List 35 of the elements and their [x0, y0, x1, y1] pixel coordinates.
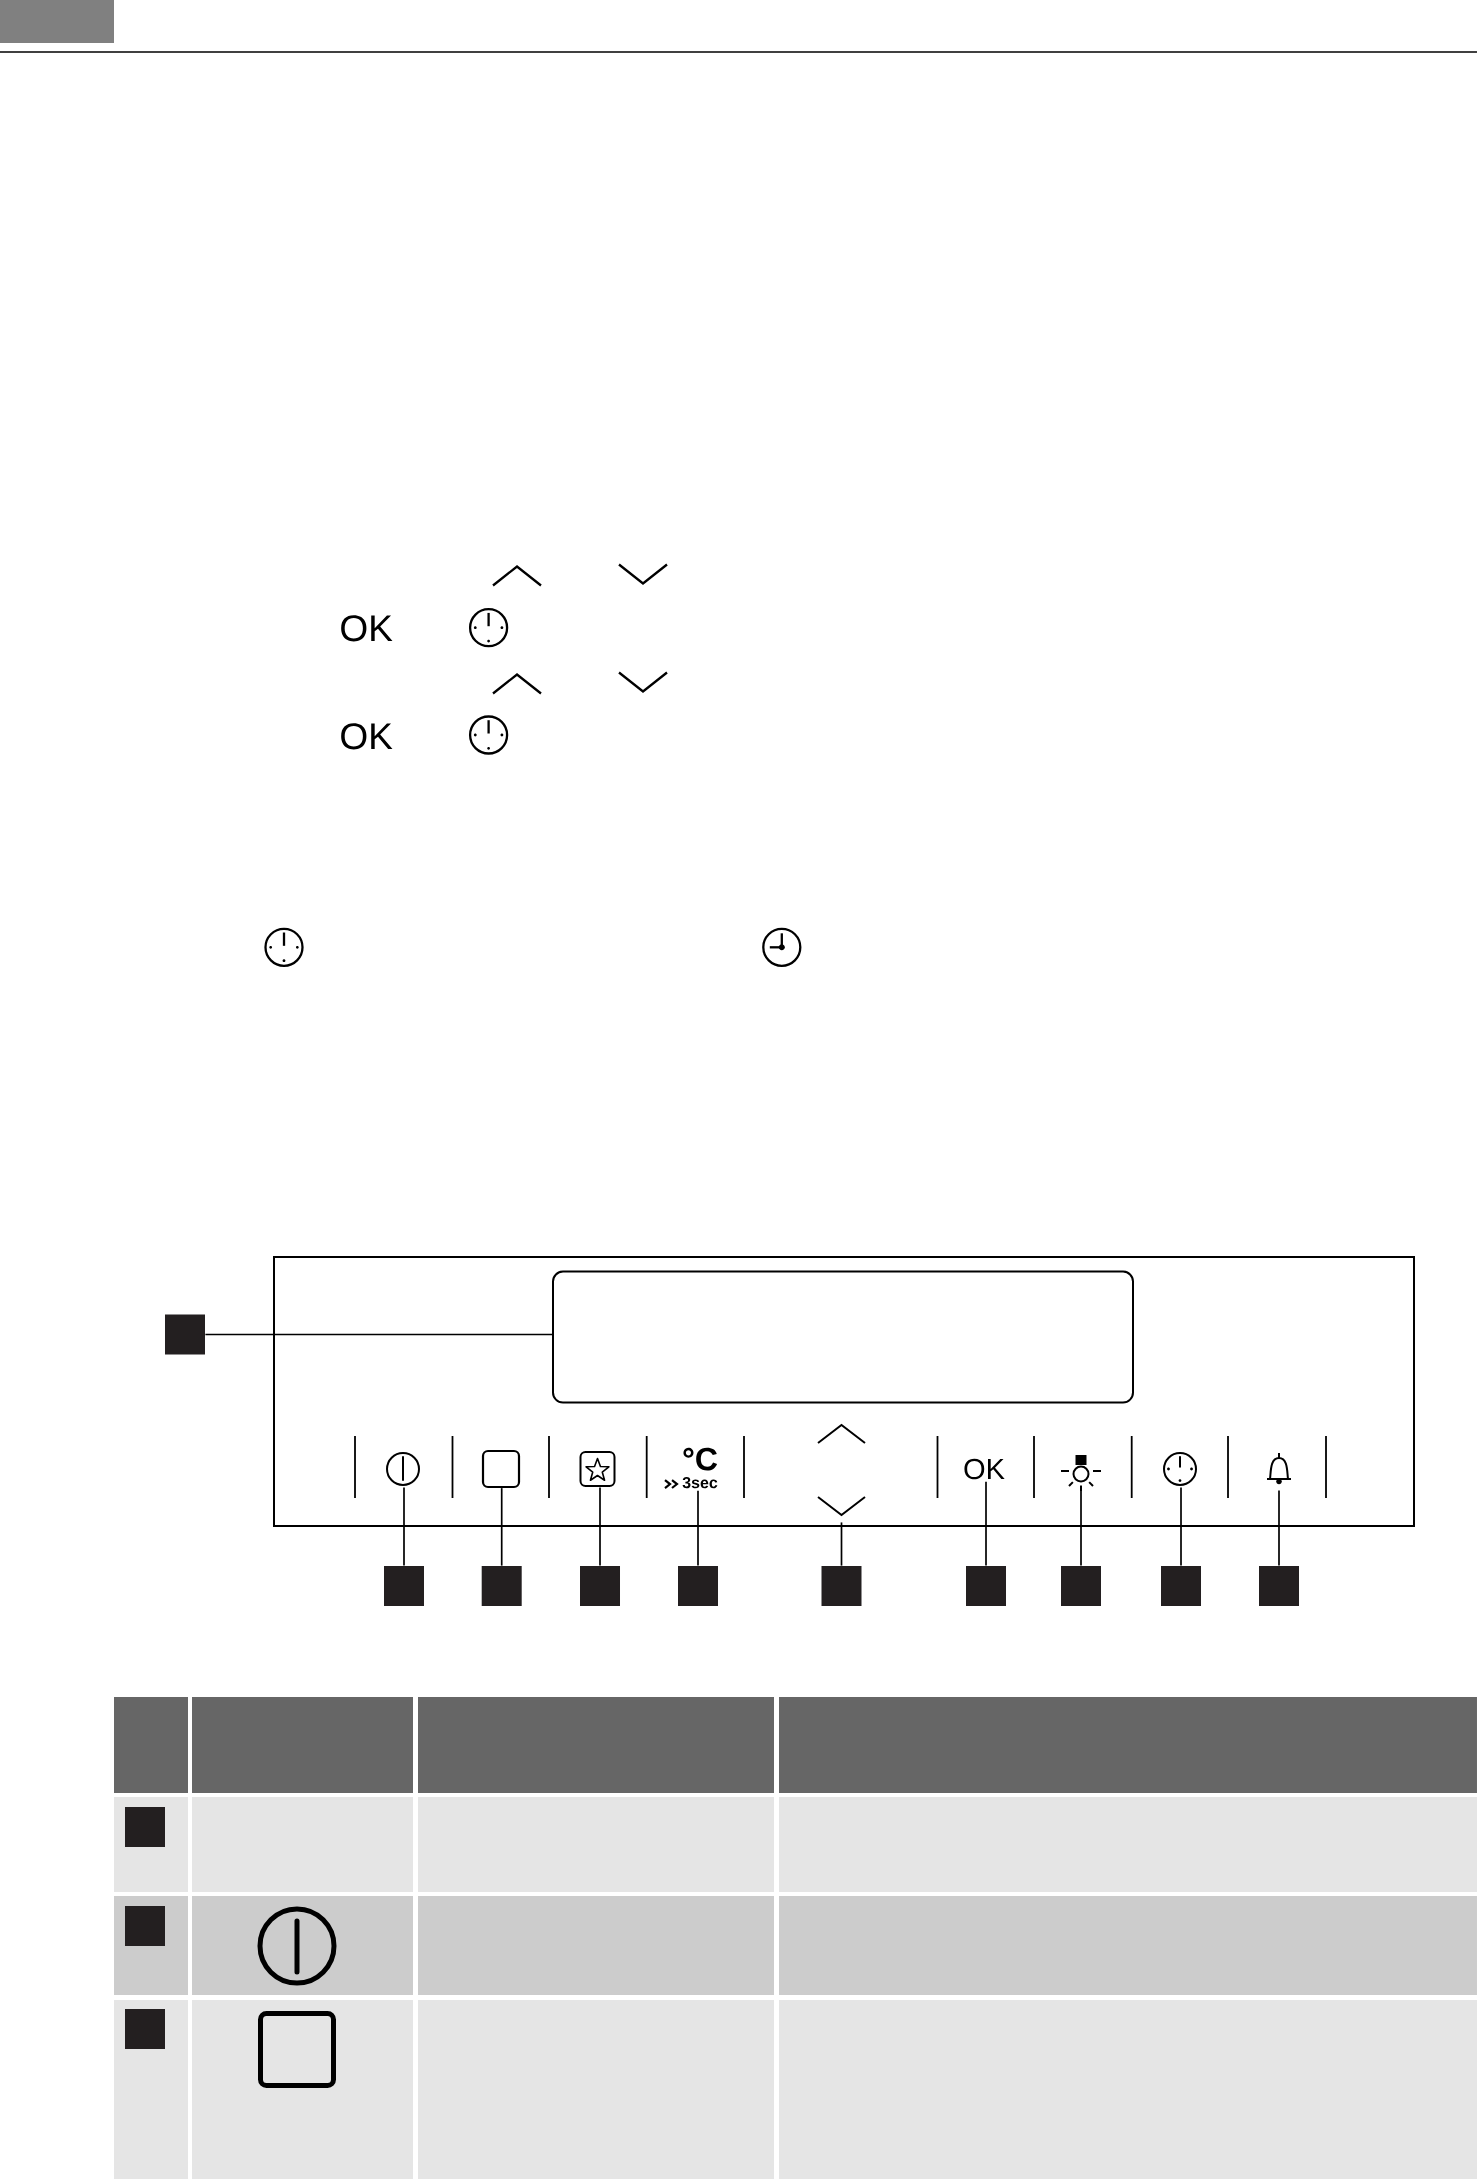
temperature-label: °C 3sec	[682, 1447, 718, 1489]
display-window	[552, 1270, 1134, 1404]
leader-line	[599, 1486, 601, 1567]
callout-square	[580, 1566, 620, 1606]
power-icon	[386, 1452, 420, 1486]
leader-line	[1278, 1489, 1280, 1567]
ok-label: OK	[341, 723, 393, 750]
callout-square	[481, 1566, 522, 1606]
leader-line	[204, 1333, 553, 1336]
ok-label: OK	[341, 615, 393, 642]
callout-square	[125, 2009, 165, 2049]
leader-line	[840, 1521, 843, 1567]
leader-line	[985, 1480, 987, 1567]
callout-square	[125, 1807, 165, 1847]
leader-line	[403, 1486, 405, 1567]
ok-label: OK	[964, 1458, 1005, 1480]
callout-square	[678, 1566, 718, 1606]
control-panel	[273, 1256, 1415, 1527]
callout-square	[165, 1314, 205, 1355]
leader-line	[697, 1489, 699, 1567]
clock-icon	[1163, 1452, 1197, 1486]
callout-square	[1161, 1566, 1201, 1606]
lamp-icon	[1060, 1455, 1102, 1492]
callout-square	[1259, 1566, 1299, 1606]
leader-line	[500, 1487, 503, 1567]
square-icon	[481, 1449, 521, 1489]
callout-square	[384, 1566, 424, 1606]
leader-line	[1180, 1486, 1182, 1567]
callout-square	[1061, 1566, 1101, 1606]
bell-icon	[1266, 1452, 1292, 1485]
star-icon	[579, 1451, 616, 1487]
callout-square	[125, 1906, 165, 1946]
callout-square	[821, 1566, 862, 1606]
leader-line	[1080, 1489, 1082, 1567]
callout-square	[966, 1566, 1006, 1606]
